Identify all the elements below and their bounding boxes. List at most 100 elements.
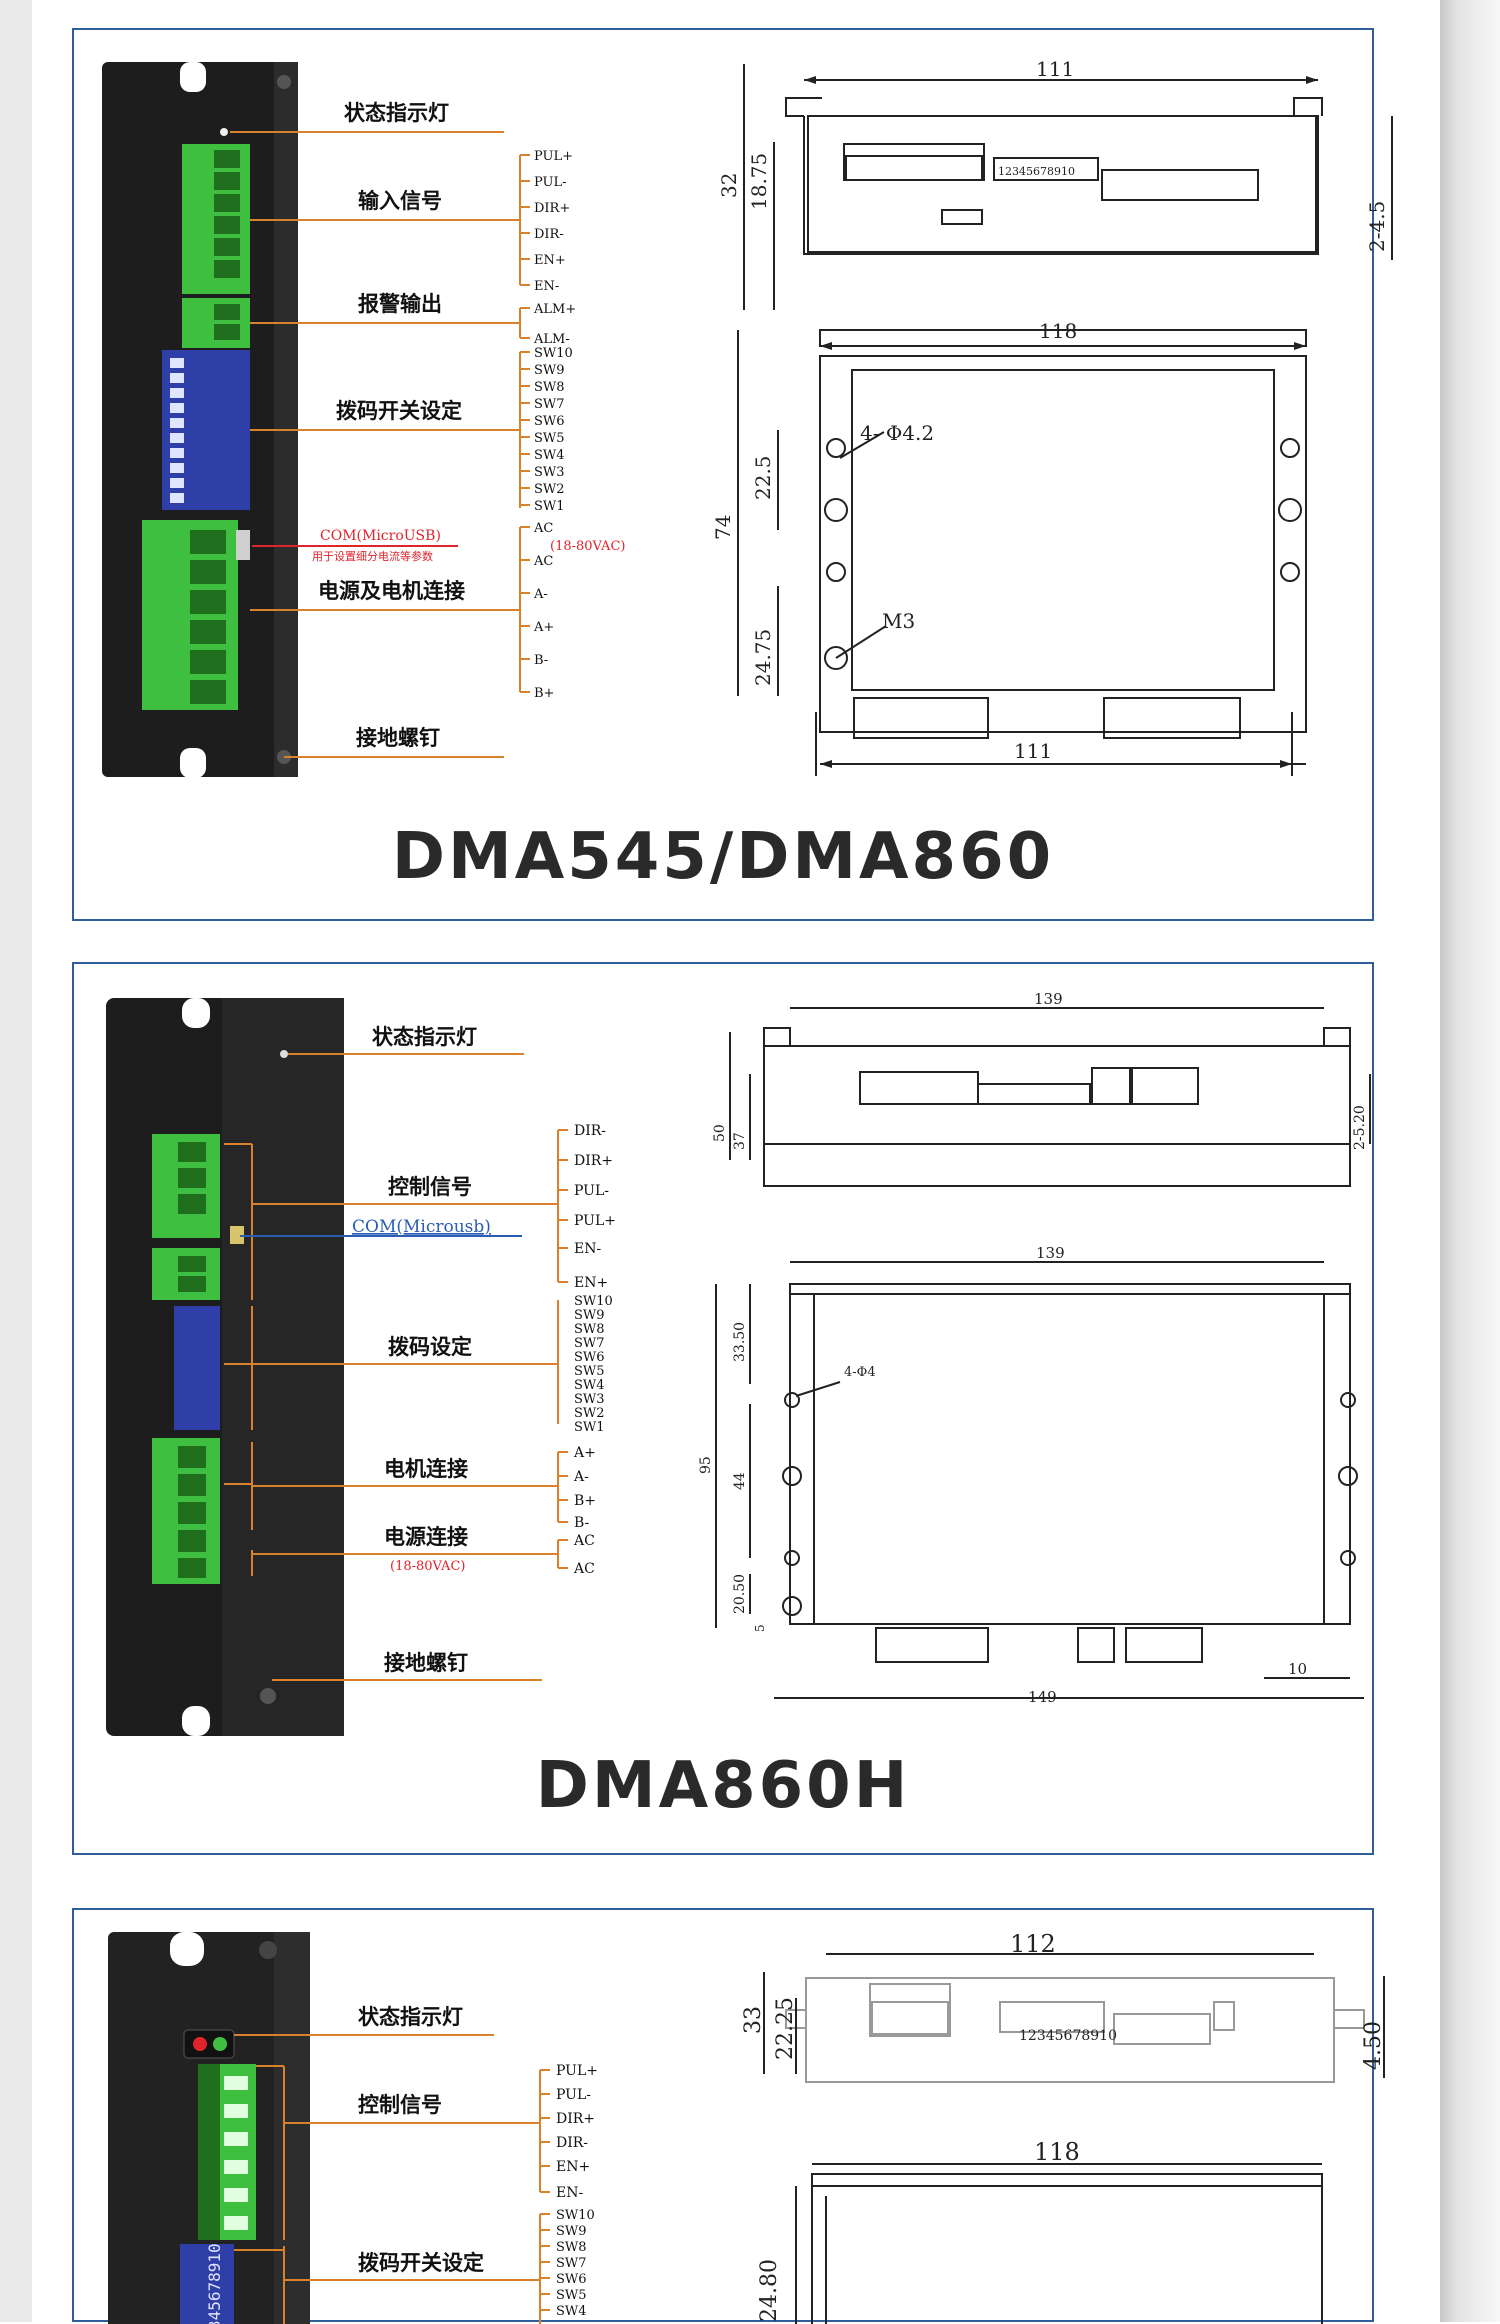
- dim-top-width: 118: [1034, 2138, 1080, 2166]
- status-led: [220, 128, 228, 136]
- dim-bottom-right: 10: [1288, 1660, 1307, 1678]
- dim-holes: 4- Φ4.2: [860, 421, 934, 445]
- dim-top-a: 24.80: [757, 2259, 782, 2322]
- panel2-dip-pins: SW10 SW9 SW8 SW7 SW6 SW5 SW4 SW3 SW2 SW1: [574, 1294, 613, 1435]
- pin-label: A+: [573, 1445, 596, 1461]
- panel1-power-pins: AC AC A- A+ B- B+: [533, 521, 554, 701]
- pin-label: AC: [573, 1533, 595, 1549]
- label-com-note: 用于设置细分电流等参数: [312, 549, 433, 563]
- dim-bottom-width: 111: [1014, 739, 1052, 763]
- pin-label: SW1: [534, 499, 565, 514]
- dim-side-height: 32: [717, 173, 741, 198]
- pin-label: SW6: [556, 2272, 587, 2287]
- pin-label: PUL+: [556, 2063, 598, 2079]
- pin-label: SW7: [574, 1336, 605, 1351]
- dip-numbers: 12345678910: [1019, 2028, 1117, 2044]
- pin-label: B+: [534, 686, 554, 701]
- panel1-input-pins: PUL+ PUL- DIR+ DIR- EN+ EN- ALM+ ALM-: [533, 149, 576, 347]
- label-control-signal: 控制信号: [388, 1174, 472, 1199]
- label-motor-conn: 电机连接: [384, 1456, 468, 1481]
- svg-text:12345678910: 12345678910: [998, 165, 1075, 178]
- panel1-dip-pins: SW10 SW9 SW8 SW7 SW6 SW5 SW4 SW3 SW2 SW1: [534, 346, 573, 514]
- pin-label: SW2: [534, 482, 565, 497]
- svg-text:345678910: 345678910: [205, 2243, 224, 2324]
- dim-bottom-width: 149: [1028, 1688, 1057, 1706]
- pin-label: ALM-: [533, 332, 570, 347]
- pin-label: DIR-: [556, 2135, 588, 2151]
- microusb-port: [236, 530, 250, 560]
- pin-label: SW9: [556, 2224, 587, 2239]
- pin-label: SW8: [534, 380, 565, 395]
- dim-top-c: 20.50: [732, 1574, 748, 1614]
- panel-dma545-dma860: 状态指示灯 输入信号 报警输出 拨码开关设定 COM(MicroUSB) 用于设…: [72, 28, 1393, 921]
- model-name: DMA545/DMA860: [391, 820, 1055, 894]
- dim-side-width: 139: [1034, 990, 1063, 1008]
- label-dip-setting: 拨码开关设定: [336, 398, 462, 423]
- dim-side-hole: 4.50: [1361, 2021, 1386, 2070]
- dim-side-height: 50: [712, 1124, 728, 1142]
- pin-label: AC: [573, 1561, 595, 1577]
- label-status-led: 状态指示灯: [344, 100, 449, 125]
- pin-label: SW8: [556, 2240, 587, 2255]
- pin-label: SW8: [574, 1322, 605, 1337]
- pin-label: SW10: [556, 2208, 595, 2223]
- panel2-leaders: [224, 1053, 559, 1681]
- dim-top-b: 44: [732, 1472, 748, 1490]
- pin-label: PUL-: [574, 1183, 609, 1199]
- dim-top-a: 33.50: [732, 1322, 748, 1362]
- label-status-led: 状态指示灯: [358, 2004, 463, 2029]
- pin-label: SW7: [534, 397, 565, 412]
- pin-label: SW7: [556, 2256, 587, 2271]
- pin-label: SW9: [574, 1308, 605, 1323]
- pin-label: A+: [533, 620, 554, 635]
- pin-label: SW6: [574, 1350, 605, 1365]
- pin-label: A-: [573, 1469, 589, 1485]
- panel3-drawing: 345678910 状态指示灯 控制信号 拨码开关设定 PUL+ PUL- DI…: [108, 1930, 1386, 2324]
- pin-label: DIR+: [574, 1153, 613, 1169]
- pin-label: EN+: [574, 1275, 608, 1291]
- panel3-top-view: [795, 2163, 1323, 2324]
- panel-third-model: 345678910 状态指示灯 控制信号 拨码开关设定 PUL+ PUL- DI…: [72, 1908, 1386, 2324]
- dim-side-hole: 2-5.20: [1352, 1105, 1368, 1150]
- dim-holes: 4-Φ4: [844, 1365, 876, 1380]
- model-name: DMA860H: [535, 1749, 911, 1823]
- pin-label: SW9: [534, 363, 565, 378]
- panel2-motor-power-pins: A+ A- B+ B- AC AC: [573, 1445, 596, 1577]
- pin-label: SW4: [574, 1378, 605, 1393]
- pin-label: A-: [533, 587, 548, 602]
- dim-screw: M3: [882, 609, 915, 633]
- pin-label: B-: [534, 653, 548, 668]
- label-dip-setting: 拨码设定: [388, 1334, 472, 1359]
- panel1-leaders: [230, 131, 521, 758]
- pin-label: DIR-: [534, 227, 564, 242]
- pin-label: PUL-: [534, 175, 567, 190]
- panel-dma860h: 状态指示灯 控制信号 COM(Microusb) 拨码设定 电机连接 电源连接 …: [72, 962, 1374, 1855]
- status-led: [280, 1050, 288, 1058]
- status-led-green: [213, 2037, 227, 2051]
- driver-front-view: [106, 998, 344, 1736]
- dim-side-inner: 18.75: [747, 153, 771, 210]
- panel2-side-view: [729, 1007, 1371, 1187]
- pin-label: EN-: [534, 279, 559, 294]
- pin-label: SW4: [556, 2304, 587, 2319]
- pin-label: SW5: [534, 431, 565, 446]
- page-right-shadow: [1440, 0, 1500, 2322]
- pin-label: ALM+: [533, 302, 576, 317]
- driver-front-view: 345678910: [108, 1932, 310, 2324]
- pin-label: EN+: [556, 2159, 590, 2175]
- panel1-side-view: [743, 64, 1393, 310]
- dim-top-height: 95: [698, 1456, 714, 1474]
- panel2-drawing: 状态指示灯 控制信号 COM(Microusb) 拨码设定 电机连接 电源连接 …: [106, 990, 1371, 1736]
- pin-label: SW1: [574, 1420, 605, 1435]
- pin-label: SW6: [534, 414, 565, 429]
- label-voltage: (18-80VAC): [550, 539, 625, 554]
- pin-label: SW10: [534, 346, 573, 361]
- dim-side-width: 111: [1036, 57, 1074, 81]
- pin-label: AC: [533, 554, 553, 569]
- dim-side-hole: 2-4.5: [1365, 201, 1389, 252]
- pin-label: PUL+: [574, 1213, 616, 1229]
- panel3-pin-ticks: [540, 2069, 550, 2311]
- panel1-pin-ticks: [520, 154, 530, 693]
- dim-top-b: 24.75: [751, 629, 775, 686]
- dim-side-inner: 37: [732, 1132, 748, 1150]
